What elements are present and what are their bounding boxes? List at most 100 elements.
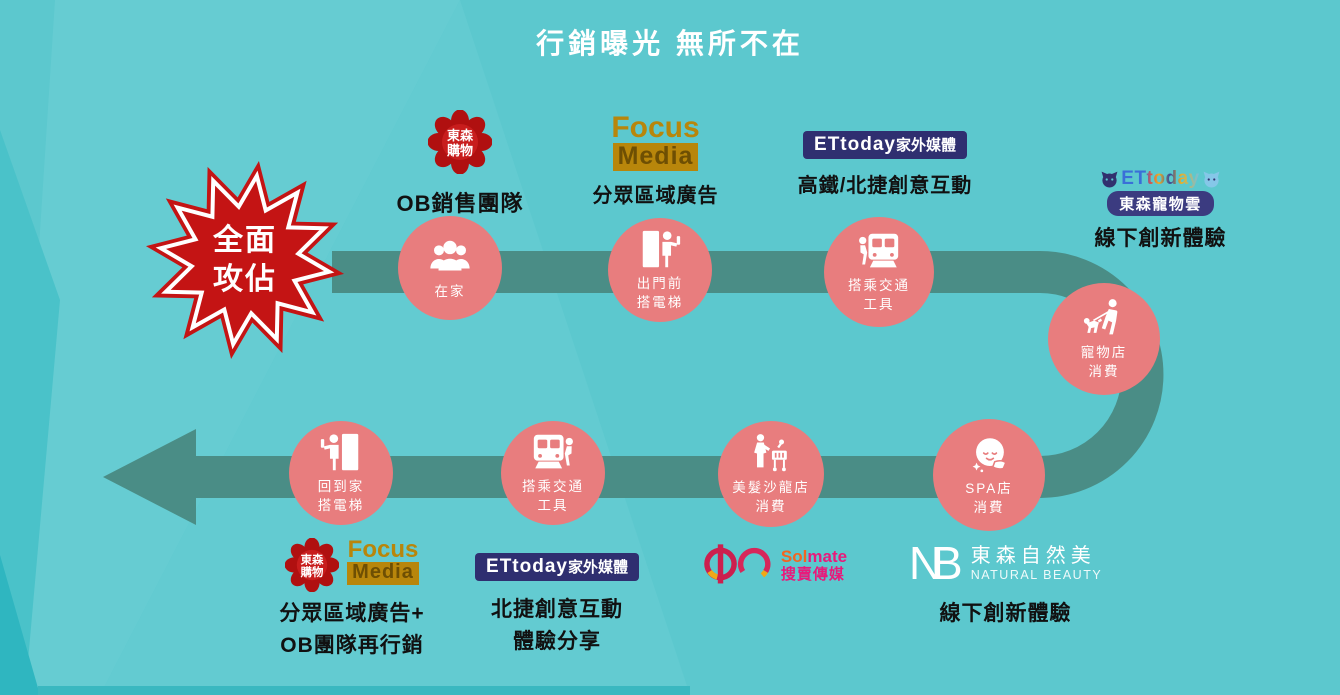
ettoday-logo-name: ETtoday (814, 134, 896, 155)
touchpoint-natural-beauty: NB 東森自然美 NATURAL BEAUTY 線下創新體驗 (898, 540, 1113, 630)
ehs-logo-line1: 東森 (300, 552, 324, 566)
train-person-icon (859, 233, 899, 268)
nb-names: 東森自然美 NATURAL BEAUTY (971, 544, 1102, 583)
touchpoint-label: 高鐵/北捷創意互動 (797, 175, 973, 197)
stop-label-line1: 寵物店 (1080, 345, 1128, 361)
touchpoint-ob-sales: 東森 購物 OB銷售團隊 (365, 110, 555, 220)
stop-label-line2: 消費 (755, 499, 787, 514)
ehs-shopping-logo: 東森 購物 (428, 110, 492, 174)
pet-cloud-name: ETtoday (1121, 168, 1200, 189)
solmate-wordmark: Solmate 搜賣傳媒 (781, 547, 847, 584)
focus-media-logo: Focus Media (347, 538, 419, 585)
solmate-logo: Solmate 搜賣傳媒 (690, 540, 860, 590)
ehs-shopping-logo: 東森 購物 (285, 538, 340, 592)
touchpoint-label-line2: OB團隊再行銷 (280, 633, 424, 657)
ehs-logo-line2: 購物 (300, 565, 324, 579)
stop-label-line2: 工具 (537, 498, 569, 513)
journey-stop-elevator-home: 回到家 搭電梯 (289, 421, 393, 525)
stop-label-line2: 搭電梯 (317, 498, 365, 513)
touchpoint-label: 北捷創意互動 體驗分享 (462, 594, 652, 657)
journey-stop-pet-shop: 寵物店 消費 (1048, 283, 1160, 395)
touchpoint-label-line2: 體驗分享 (513, 629, 601, 653)
solmate-word-sol: Sol (780, 546, 808, 566)
badge-line2: 攻佔 (213, 263, 277, 296)
journey-stop-elevator-out: 出門前 搭電梯 (608, 218, 712, 322)
journey-stop-label: 美髮沙龍店 消費 (732, 479, 810, 517)
natural-beauty-logo: NB 東森自然美 NATURAL BEAUTY (898, 540, 1113, 586)
spa-face-icon (972, 438, 1007, 473)
starburst-inner-outline (155, 170, 335, 350)
solmate-word-mate: mate (807, 546, 848, 566)
stop-label-line1: 在家 (434, 283, 466, 299)
starburst-badge-text: 全面 攻佔 (143, 158, 347, 362)
touchpoint-focus-media-top: Focus Media 分眾區域廣告 (573, 113, 738, 211)
ettoday-logo-suffix: 家外媒體 (895, 137, 956, 154)
journey-arrowhead-icon (103, 429, 196, 525)
hair-salon-icon (754, 434, 787, 472)
nb-name-en: NATURAL BEAUTY (970, 567, 1103, 582)
cat-face-left-icon (1101, 171, 1118, 188)
ehs-logo-line1: 東森 (447, 128, 474, 143)
bg-facet-darker (0, 555, 40, 695)
stop-label-line2: 工具 (863, 297, 895, 312)
dog-walk-icon (1083, 299, 1118, 335)
focus-media-word2: Media (612, 143, 699, 172)
ettoday-ooh-logo: ETtoday家外媒體 (803, 131, 967, 159)
touchpoint-label-line1: 分眾區域廣告+ (279, 602, 425, 625)
journey-stop-spa: SPA店 消費 (933, 419, 1045, 531)
ehs-logo-line2: 購物 (446, 143, 473, 158)
journey-stop-label: 回到家 搭電梯 (318, 478, 365, 516)
journey-stop-label: SPA店 消費 (965, 480, 1013, 518)
focus-media-word2: Media (347, 562, 419, 585)
touchpoint-label-line1: 北捷創意互動 (491, 598, 623, 621)
stop-label-line2: 搭電梯 (636, 295, 684, 310)
journey-stop-hair-salon: 美髮沙龍店 消費 (718, 421, 824, 527)
stop-label-line1: 美髮沙龍店 (732, 480, 810, 496)
stop-label-line1: SPA店 (965, 481, 1013, 497)
elevator-person-icon (320, 433, 359, 471)
journey-stop-label: 搭乘交通 工具 (848, 277, 910, 315)
journey-stop-label: 在家 (435, 283, 466, 302)
ettoday-logo-name: ETtoday (486, 556, 568, 577)
solmate-word: Solmate (781, 547, 847, 567)
touchpoint-label: OB銷售團隊 (396, 191, 524, 216)
stop-label-line1: 搭乘交通 (522, 479, 584, 495)
stop-label-line1: 出門前 (636, 276, 684, 292)
journey-stop-label: 寵物店 消費 (1081, 344, 1128, 382)
stop-label-line2: 消費 (973, 500, 1005, 515)
touchpoint-focus-remarketing: 東森 購物 Focus Media 分眾區域廣告+ OB團隊再行銷 (252, 538, 452, 661)
people-group-icon (430, 240, 470, 271)
stop-label-line1: 回到家 (317, 479, 365, 495)
elevator-person-icon (642, 230, 681, 268)
brand-logo-row: 東森 購物 Focus Media (252, 538, 452, 592)
focus-media-word1: Focus (347, 536, 419, 563)
journey-stop-label: 搭乘交通 工具 (522, 478, 584, 516)
touchpoint-label: 分眾區域廣告 (592, 185, 719, 208)
stop-label-line1: 搭乘交通 (848, 278, 910, 294)
touchpoint-label: 線下創新體驗 (1094, 227, 1227, 250)
solmate-tagline: 搜賣傳媒 (780, 566, 845, 584)
journey-stop-home: 在家 (398, 216, 502, 320)
pet-cloud-banner: 東森寵物雲 (1107, 191, 1214, 216)
touchpoint-label: 分眾區域廣告+ OB團隊再行銷 (252, 598, 452, 661)
page-title: 行銷曝光 無所不在 (536, 28, 804, 59)
ettoday-ooh-logo: ETtoday家外媒體 (475, 553, 639, 581)
bg-facet-dark (0, 130, 60, 695)
stop-label-line2: 消費 (1088, 364, 1120, 379)
touchpoint-pet-cloud: ETtoday 東森寵物雲 線下創新體驗 (1063, 168, 1258, 255)
nb-name-cn: 東森自然美 (970, 544, 1096, 567)
ettoday-logo-suffix: 家外媒體 (567, 559, 628, 576)
solmate-rings-icon (704, 544, 771, 584)
starburst-badge-icon (145, 160, 345, 360)
pet-cloud-logo: ETtoday (1063, 168, 1258, 190)
train-person-icon (533, 434, 573, 469)
bg-bottom-strip (38, 686, 690, 695)
journey-stop-label: 出門前 搭電梯 (637, 275, 684, 313)
badge-line1: 全面 (213, 224, 277, 257)
journey-stop-transit-return: 搭乘交通 工具 (501, 421, 605, 525)
nb-mark: NB (908, 537, 963, 589)
focus-media-word1: Focus (611, 111, 700, 144)
cat-face-right-icon (1203, 171, 1220, 188)
touchpoint-solmate: Solmate 搜賣傳媒 (690, 540, 860, 590)
